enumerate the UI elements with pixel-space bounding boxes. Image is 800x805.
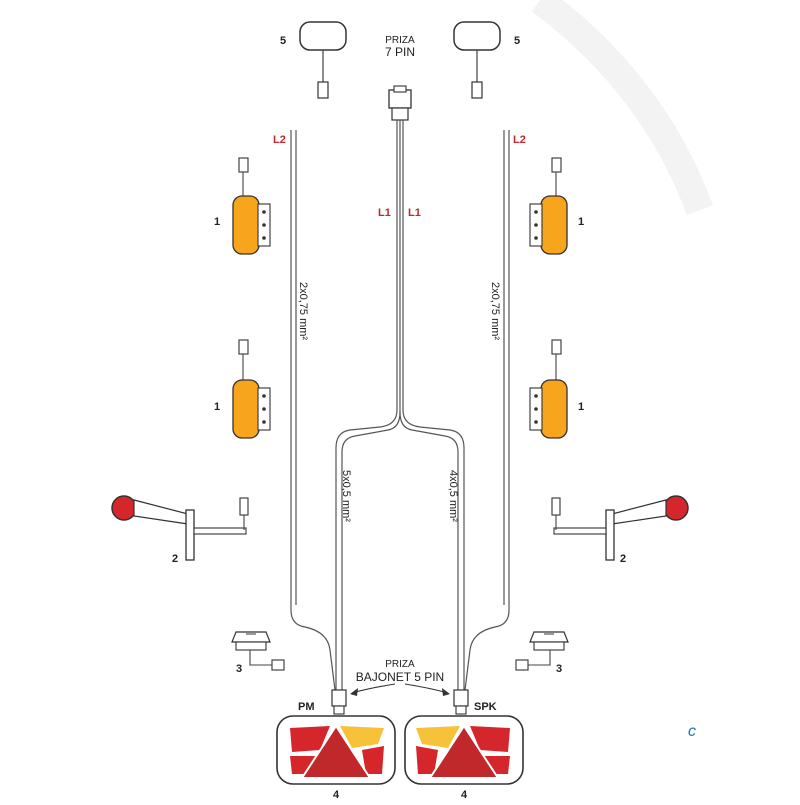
bottom-connector-subtitle: BAJONET 5 PIN: [356, 670, 444, 684]
stalk-lamp-left-number: 2: [172, 553, 178, 565]
cable-code-l2-left: L2: [273, 134, 286, 146]
side-marker-upper-left: [232, 157, 271, 255]
side-marker-upper-left-number: 1: [214, 216, 220, 228]
cable-code-l1-right: L1: [408, 207, 421, 219]
side-marker-lower-left-number: 1: [214, 401, 220, 413]
bottom-connector-title: PRIZA: [385, 659, 415, 670]
arrow-head-left: [350, 688, 358, 696]
plate-light-left: [231, 631, 285, 671]
bayonet-plug-right: [453, 689, 469, 715]
side-marker-lower-right: [529, 339, 568, 439]
cable-spec-inner-left: 5x0,5 mm²: [340, 470, 352, 522]
stalk-lamp-right: [551, 495, 689, 561]
rear-lamp-left-number: 4: [333, 789, 340, 800]
cables: [290, 120, 510, 691]
plate-light-left-number: 3: [236, 663, 242, 675]
cable-code-l2-right: L2: [513, 134, 526, 146]
plate-light-right: [515, 631, 569, 671]
side-marker-upper-right: [529, 157, 568, 255]
mirror-right: [453, 21, 501, 99]
arrow-to-left-plug: [351, 683, 396, 694]
top-connector-subtitle: 7 PIN: [385, 45, 415, 59]
arrow-head-right: [442, 688, 450, 696]
mirror-left-number: 5: [280, 35, 286, 47]
arrow-to-right-plug: [404, 683, 449, 694]
seven-pin-plug: [388, 85, 412, 121]
cable-spec-outer-left: 2x0,75 mm²: [297, 282, 309, 340]
edge-fragment-glyph: c: [688, 723, 696, 740]
mirror-right-number: 5: [514, 35, 520, 47]
cable-spec-inner-right: 4x0,5 mm²: [447, 470, 459, 522]
bayonet-plug-left: [331, 689, 347, 715]
stalk-lamp-right-number: 2: [620, 553, 626, 565]
cable-spec-outer-right: 2x0,75 mm²: [489, 282, 501, 340]
rear-lamp-left: [276, 715, 396, 785]
side-marker-upper-right-number: 1: [578, 216, 584, 228]
plate-light-right-number: 3: [556, 663, 562, 675]
stalk-lamp-left: [111, 495, 249, 561]
background-arc: [531, 0, 714, 215]
side-marker-lower-left: [232, 339, 271, 439]
cable-code-l1-left: L1: [378, 207, 391, 219]
top-connector-title: PRIZA: [385, 35, 415, 46]
rear-lamp-right: [404, 715, 524, 785]
side-marker-lower-right-number: 1: [578, 401, 584, 413]
side-label-left: PM: [298, 701, 315, 713]
mirror-left: [299, 21, 347, 99]
side-label-right: SPK: [474, 701, 497, 713]
rear-lamp-right-number: 4: [461, 789, 468, 800]
